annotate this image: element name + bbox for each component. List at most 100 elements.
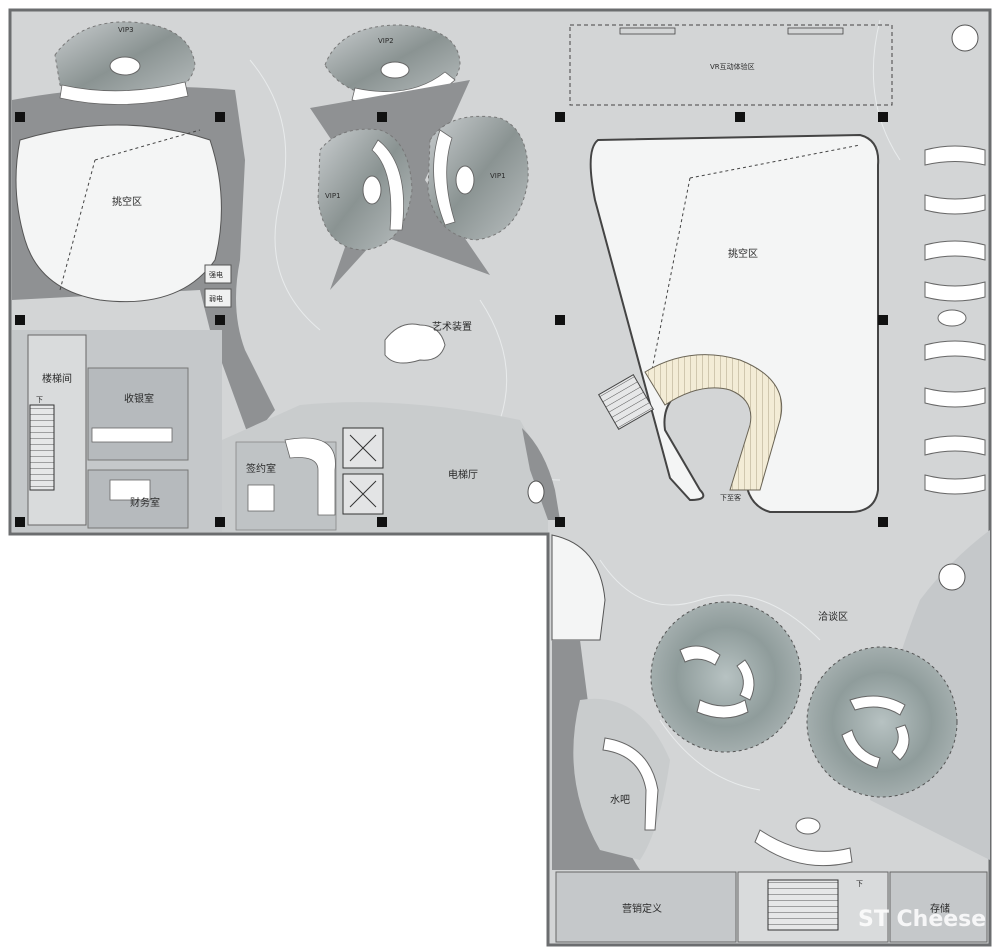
vr-screen-2 xyxy=(787,27,844,35)
column xyxy=(377,517,387,527)
marketing-room xyxy=(555,871,737,943)
column xyxy=(215,112,225,122)
negotiation-carpet-1 xyxy=(650,601,802,753)
strong-power-label: 强电 xyxy=(209,270,223,279)
structural-columns xyxy=(15,112,888,732)
storage-label: 存储 xyxy=(930,902,950,915)
vip1-left-label: VIP1 xyxy=(325,192,341,200)
negotiation-carpet-2 xyxy=(806,646,958,798)
cashier-desk xyxy=(91,427,173,443)
stairwell-stairs xyxy=(29,404,55,491)
negotiation-sofa-1b xyxy=(736,659,755,701)
negotiation-label: 洽谈区 xyxy=(818,610,848,623)
void-left-label: 挑空区 xyxy=(112,195,142,208)
vip2-table xyxy=(380,61,410,79)
void-left-dash xyxy=(59,159,96,291)
void-right-dash-2 xyxy=(649,177,691,381)
cashier-label: 收银室 xyxy=(124,392,154,405)
lower-void-sliver xyxy=(551,534,606,641)
vip1-left-table xyxy=(362,175,382,205)
vip3-label: VIP3 xyxy=(118,26,134,34)
watermark-text: ST Cheese xyxy=(858,907,986,932)
vip1-right-table xyxy=(455,165,475,195)
plant-elevator-hall xyxy=(527,480,545,504)
right-sofa-2 xyxy=(924,194,986,215)
negotiation-sofa-2c xyxy=(841,729,881,769)
column xyxy=(555,517,565,527)
weak-power-label: 弱电 xyxy=(209,294,223,303)
lower-left-wall xyxy=(552,640,640,870)
negotiation-sofa-2b xyxy=(891,724,910,761)
column xyxy=(15,517,25,527)
right-sofa-8 xyxy=(924,474,986,495)
cashier-room xyxy=(87,367,189,461)
right-sofa-6 xyxy=(924,387,986,408)
void-left-dash-2 xyxy=(94,129,201,161)
void-staircase xyxy=(644,354,783,491)
water-bar-label: 水吧 xyxy=(610,794,630,806)
right-sofa-1 xyxy=(924,145,986,166)
column xyxy=(735,112,745,122)
elevator-2-x2 xyxy=(349,480,377,508)
column xyxy=(15,112,25,122)
column xyxy=(555,112,565,122)
finance-desk xyxy=(109,479,151,501)
negotiation-sofa-1c xyxy=(696,699,749,719)
column xyxy=(878,315,888,325)
right-seating-column xyxy=(924,145,986,495)
elevator-1-x2 xyxy=(349,434,377,462)
column xyxy=(215,315,225,325)
right-table-small xyxy=(937,309,967,327)
column xyxy=(555,315,565,325)
column xyxy=(215,517,225,527)
void-left xyxy=(15,124,222,303)
elevator-hall-wall xyxy=(522,428,560,520)
vr-area xyxy=(569,24,893,106)
void-right-label: 挑空区 xyxy=(728,247,758,260)
elevator-2 xyxy=(342,473,384,515)
weak-power-room xyxy=(204,288,232,308)
vip3-sofa xyxy=(59,81,189,105)
right-sofa-7 xyxy=(924,435,986,456)
contract-label: 签约室 xyxy=(246,462,276,475)
water-bar-counter xyxy=(602,737,659,831)
bottom-sofa xyxy=(754,829,853,867)
negotiation-sofa-2a xyxy=(849,695,906,716)
negotiation-sofa-1a xyxy=(679,645,721,666)
storage-room xyxy=(889,871,988,943)
vip1-left-sofa xyxy=(371,139,404,231)
column xyxy=(878,517,888,527)
plant-right-middle xyxy=(938,563,966,591)
stairwell-label: 楼梯间 xyxy=(42,372,72,385)
void-right-dash xyxy=(689,144,861,179)
void-stair-down-label: 下至客 xyxy=(720,493,741,502)
vip1-right-room xyxy=(427,115,529,241)
vip2-label: VIP2 xyxy=(378,37,394,45)
marketing-label: 营销定义 xyxy=(622,902,662,915)
contract-table xyxy=(247,484,275,512)
void-stair-landing xyxy=(597,373,655,431)
strong-power-room xyxy=(204,264,232,284)
finance-label: 财务室 xyxy=(130,496,160,509)
vr-area-label: VR互动体验区 xyxy=(710,62,755,71)
right-sofa-5 xyxy=(924,340,986,361)
vip1-right-sofa xyxy=(433,129,456,226)
bottom-stairs xyxy=(767,879,839,931)
elevator-hall-label: 电梯厅 xyxy=(448,468,478,481)
column xyxy=(878,112,888,122)
art-installation xyxy=(384,323,446,364)
contract-sofa xyxy=(284,437,336,516)
bottom-stair-down-label: 下 xyxy=(856,880,863,888)
art-installation-label: 艺术装置 xyxy=(432,320,472,333)
right-sofa-3 xyxy=(924,240,986,261)
stairwell-down-label: 下 xyxy=(36,396,43,404)
vip1-right-label: VIP1 xyxy=(490,172,506,180)
vip3-table xyxy=(109,56,141,76)
column xyxy=(15,315,25,325)
right-sofa-4 xyxy=(924,281,986,302)
vr-screen-1 xyxy=(619,27,676,35)
plant-top-right xyxy=(951,24,979,52)
bottom-sofa-table xyxy=(795,817,821,835)
